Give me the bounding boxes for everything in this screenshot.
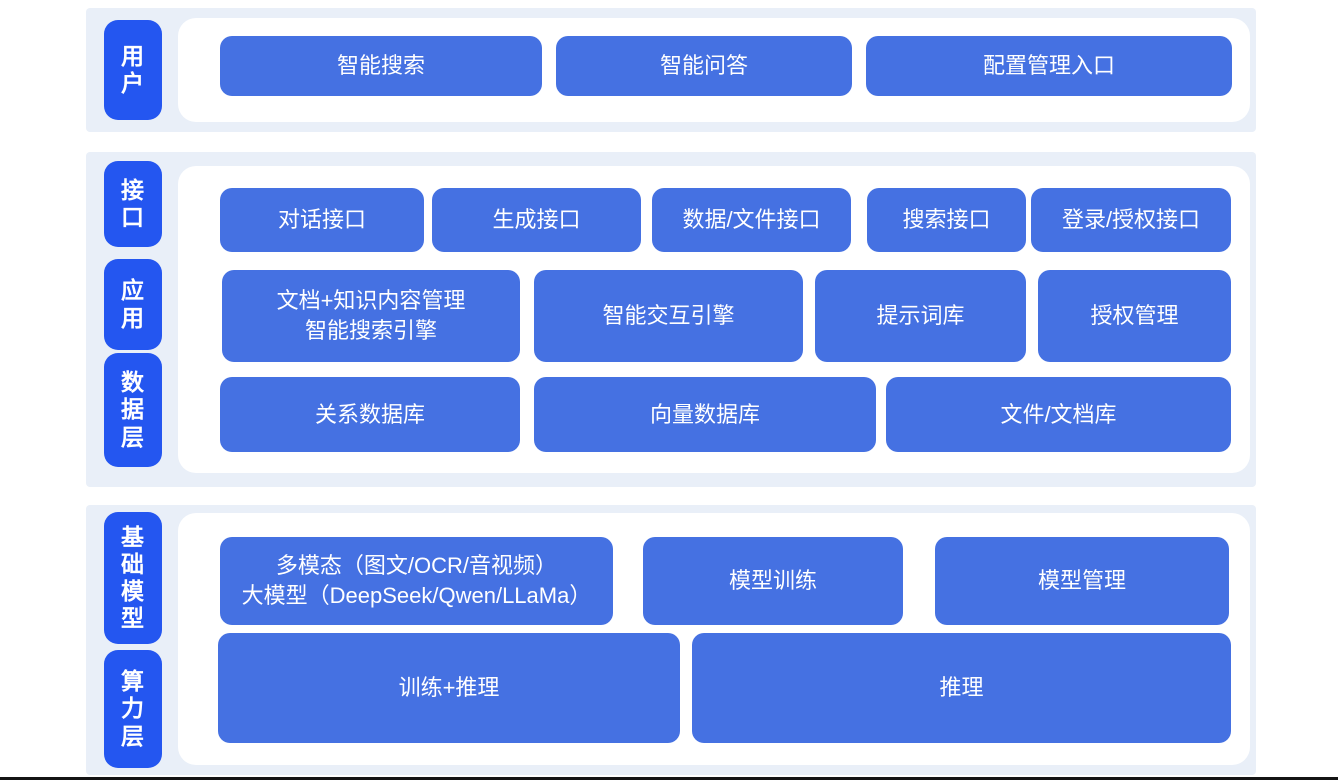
block-file-doc-store: 文件/文档库 [886, 377, 1231, 452]
block-doc-knowledge: 文档+知识内容管理 智能搜索引擎 [222, 270, 520, 362]
block-multimodal-llm: 多模态（图文/OCR/音视频） 大模型（DeepSeek/Qwen/LLaMa） [220, 537, 613, 625]
block-interaction-engine: 智能交互引擎 [534, 270, 803, 362]
block-prompt-library: 提示词库 [815, 270, 1026, 362]
block-inference: 推理 [692, 633, 1231, 743]
block-smart-search: 智能搜索 [220, 36, 542, 96]
layer-label-interface: 接 口 [104, 161, 162, 247]
layer-label-base-model: 基 础 模 型 [104, 512, 162, 644]
block-model-training: 模型训练 [643, 537, 903, 625]
block-dialog-api: 对话接口 [220, 188, 424, 252]
layer-label-data-layer: 数 据 层 [104, 353, 162, 467]
block-login-auth-api: 登录/授权接口 [1031, 188, 1231, 252]
block-model-management: 模型管理 [935, 537, 1229, 625]
block-config-entry: 配置管理入口 [866, 36, 1232, 96]
block-smart-qa: 智能问答 [556, 36, 852, 96]
layer-label-application: 应 用 [104, 259, 162, 350]
block-generate-api: 生成接口 [432, 188, 641, 252]
block-data-file-api: 数据/文件接口 [652, 188, 851, 252]
block-auth-management: 授权管理 [1038, 270, 1231, 362]
block-relational-db: 关系数据库 [220, 377, 520, 452]
layer-label-user: 用 户 [104, 20, 162, 120]
bottom-border-line [0, 777, 1338, 780]
block-training-inference: 训练+推理 [218, 633, 680, 743]
block-vector-db: 向量数据库 [534, 377, 876, 452]
block-search-api: 搜索接口 [867, 188, 1026, 252]
layer-label-compute-layer: 算 力 层 [104, 650, 162, 768]
